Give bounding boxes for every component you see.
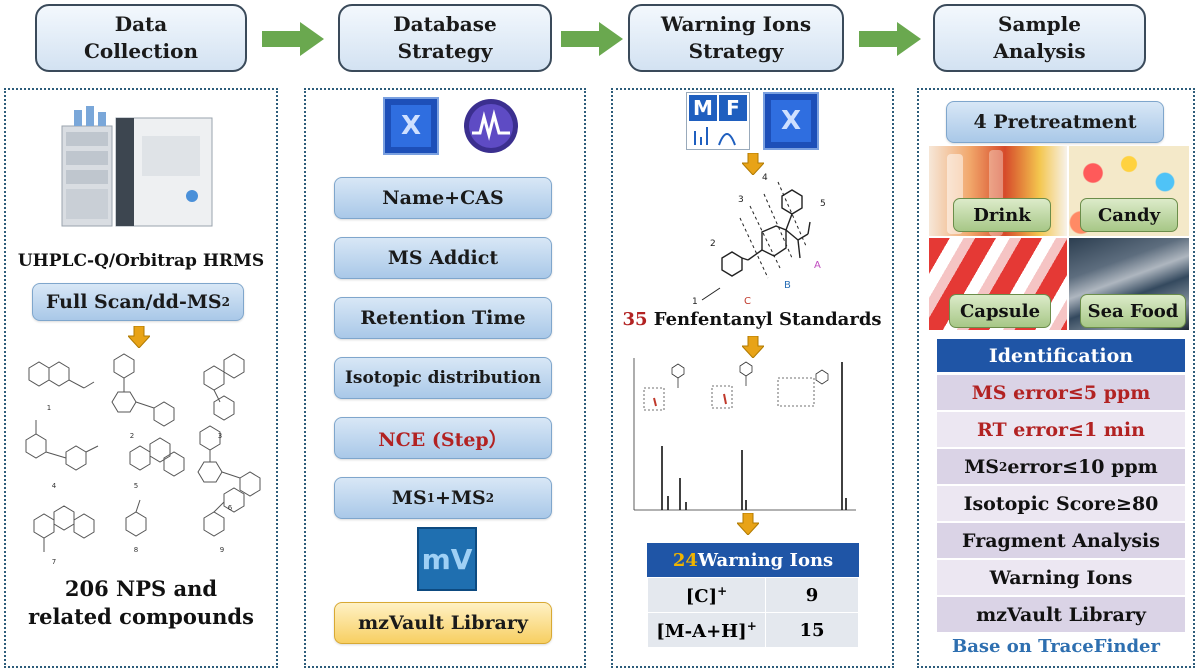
step-title-line2: Strategy <box>688 39 784 63</box>
right-arrow-icon <box>262 22 324 56</box>
sample-analysis-panel <box>917 88 1195 668</box>
region-c-label: C <box>744 296 751 307</box>
structure-number: 6 <box>228 504 233 512</box>
sample-tag-drink: Drink <box>953 198 1051 232</box>
db-item-isotopic-distribution: Isotopic distribution <box>334 357 552 399</box>
site-number: 2 <box>710 239 716 249</box>
mass-frontier-logo: M F <box>686 92 750 150</box>
warning-ions-panel <box>611 88 894 668</box>
pretreatment-box: 4 Pretreatment <box>946 101 1164 143</box>
sample-tag-seafood: Sea Food <box>1080 294 1186 328</box>
instrument-label: UHPLC-Q/Orbitrap HRMS <box>17 251 265 271</box>
db-item-retention-time: Retention Time <box>334 297 552 339</box>
mass-spectrum-plot <box>633 358 856 511</box>
data-collection-panel <box>4 88 278 668</box>
down-arrow-icon <box>742 336 764 358</box>
down-arrow-icon <box>737 513 759 535</box>
region-b-label: B <box>784 280 791 291</box>
structure-number: 4 <box>52 482 57 490</box>
site-number: 3 <box>738 195 744 205</box>
sample-tag-capsule: Capsule <box>949 294 1051 328</box>
criterion-isotopic-score: Isotopic Score≥80 <box>937 486 1185 522</box>
site-number: 1 <box>692 297 698 307</box>
structure-number: 9 <box>220 546 224 554</box>
criterion-warning-ions: Warning Ions <box>937 560 1185 596</box>
warning-ions-header: 24 Warning Ions <box>647 543 859 577</box>
criterion-ms-error: MS error≤5 ppm <box>937 375 1185 411</box>
down-arrow-icon <box>742 153 764 175</box>
db-item-nce-step: NCE (Step） <box>334 417 552 459</box>
structure-number: 7 <box>52 558 56 566</box>
chemical-structures-grid: 1 2 3 4 5 6 7 8 9 <box>25 353 261 566</box>
structure-number: 2 <box>130 432 134 440</box>
structure-number: 1 <box>47 404 51 412</box>
criterion-fragment-analysis: Fragment Analysis <box>937 523 1185 559</box>
db-item-name-cas: Name+CAS <box>334 177 552 219</box>
nps-summary: 206 NPS and related compounds <box>28 576 254 629</box>
warning-ions-table: [C]+ 9 [M-A+H]+ 15 <box>647 577 859 648</box>
step-title-line2: Strategy <box>397 39 493 63</box>
criterion-mzvault-library: mzVault Library <box>937 597 1185 633</box>
site-number: 5 <box>820 199 826 209</box>
database-strategy-panel <box>304 88 586 668</box>
down-arrow-icon <box>128 326 150 348</box>
criterion-rt-error: RT error≤1 min <box>937 412 1185 448</box>
right-arrow-icon <box>859 22 921 56</box>
fenfentanyl-structure: 1 2 3 4 5 A B C <box>692 173 826 307</box>
count-cell: 15 <box>765 612 859 648</box>
compound-discoverer-logo: X <box>383 97 439 155</box>
spectrum-software-logo <box>464 99 518 153</box>
site-number: 4 <box>762 173 768 183</box>
mzvault-logo: mV <box>417 527 477 591</box>
step-title-line1: Warning Ions <box>660 12 812 36</box>
step-title-line1: Sample <box>998 12 1081 36</box>
structure-number: 5 <box>134 482 138 490</box>
sample-tag-candy: Candy <box>1080 198 1178 232</box>
step-title-line1: Data <box>114 12 168 36</box>
standards-label: 35 Fenfentanyl Standards <box>622 309 882 330</box>
right-arrow-icon <box>561 22 623 56</box>
step-title-line1: Database <box>393 12 497 36</box>
ion-cell: [C]+ <box>647 577 766 613</box>
tracefinder-footer: Base on TraceFinder <box>952 636 1160 657</box>
table-row: [C]+ 9 <box>647 577 859 613</box>
db-item-ms-addict: MS Addict <box>334 237 552 279</box>
step-title-line2: Collection <box>83 39 199 63</box>
region-a-label: A <box>814 260 821 271</box>
count-cell: 9 <box>765 577 859 613</box>
structure-number: 3 <box>218 432 222 440</box>
mzvault-library-box: mzVault Library <box>334 602 552 644</box>
structure-number: 8 <box>134 546 138 554</box>
compound-discoverer-logo: X <box>763 92 819 150</box>
step-title-line2: Analysis <box>993 39 1086 63</box>
table-row: [M-A+H]+ 15 <box>647 612 859 648</box>
orbitrap-instrument-image <box>61 106 213 227</box>
ion-cell: [M-A+H]+ <box>647 612 766 648</box>
identification-header: Identification <box>937 339 1185 373</box>
